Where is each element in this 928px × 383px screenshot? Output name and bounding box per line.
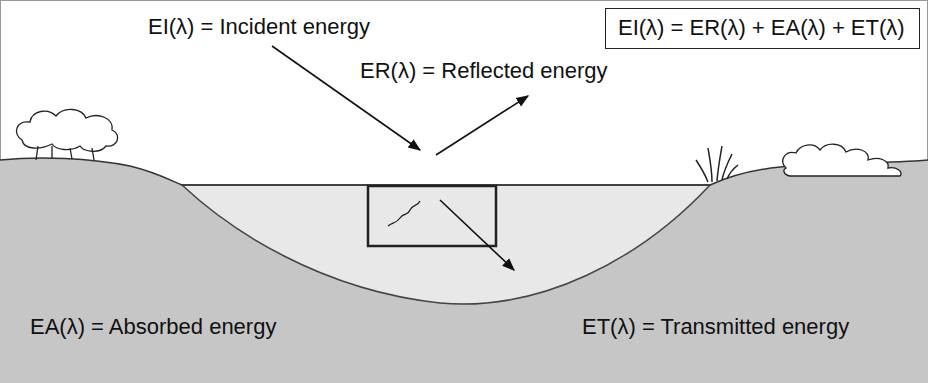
- energy-label: EI(λ) = Incident energy: [148, 14, 370, 39]
- energy-label: ER(λ) = Reflected energy: [360, 58, 608, 83]
- bush: [783, 144, 901, 176]
- reflected-arrow: [436, 96, 528, 155]
- equation-text: EI(λ) = ER(λ) + EA(λ) + ET(λ): [618, 15, 907, 40]
- transmitted-arrow: [440, 200, 514, 270]
- energy-label: ET(λ) = Transmitted energy: [582, 314, 849, 339]
- water: [182, 185, 710, 304]
- trees: [16, 109, 117, 160]
- inset-box: [368, 186, 496, 246]
- ground: [0, 158, 928, 383]
- reeds: [696, 146, 738, 182]
- equation-box: EI(λ) = ER(λ) + EA(λ) + ET(λ): [605, 8, 920, 49]
- absorption-squiggle: [388, 201, 420, 226]
- energy-label: EA(λ) = Absorbed energy: [30, 314, 276, 339]
